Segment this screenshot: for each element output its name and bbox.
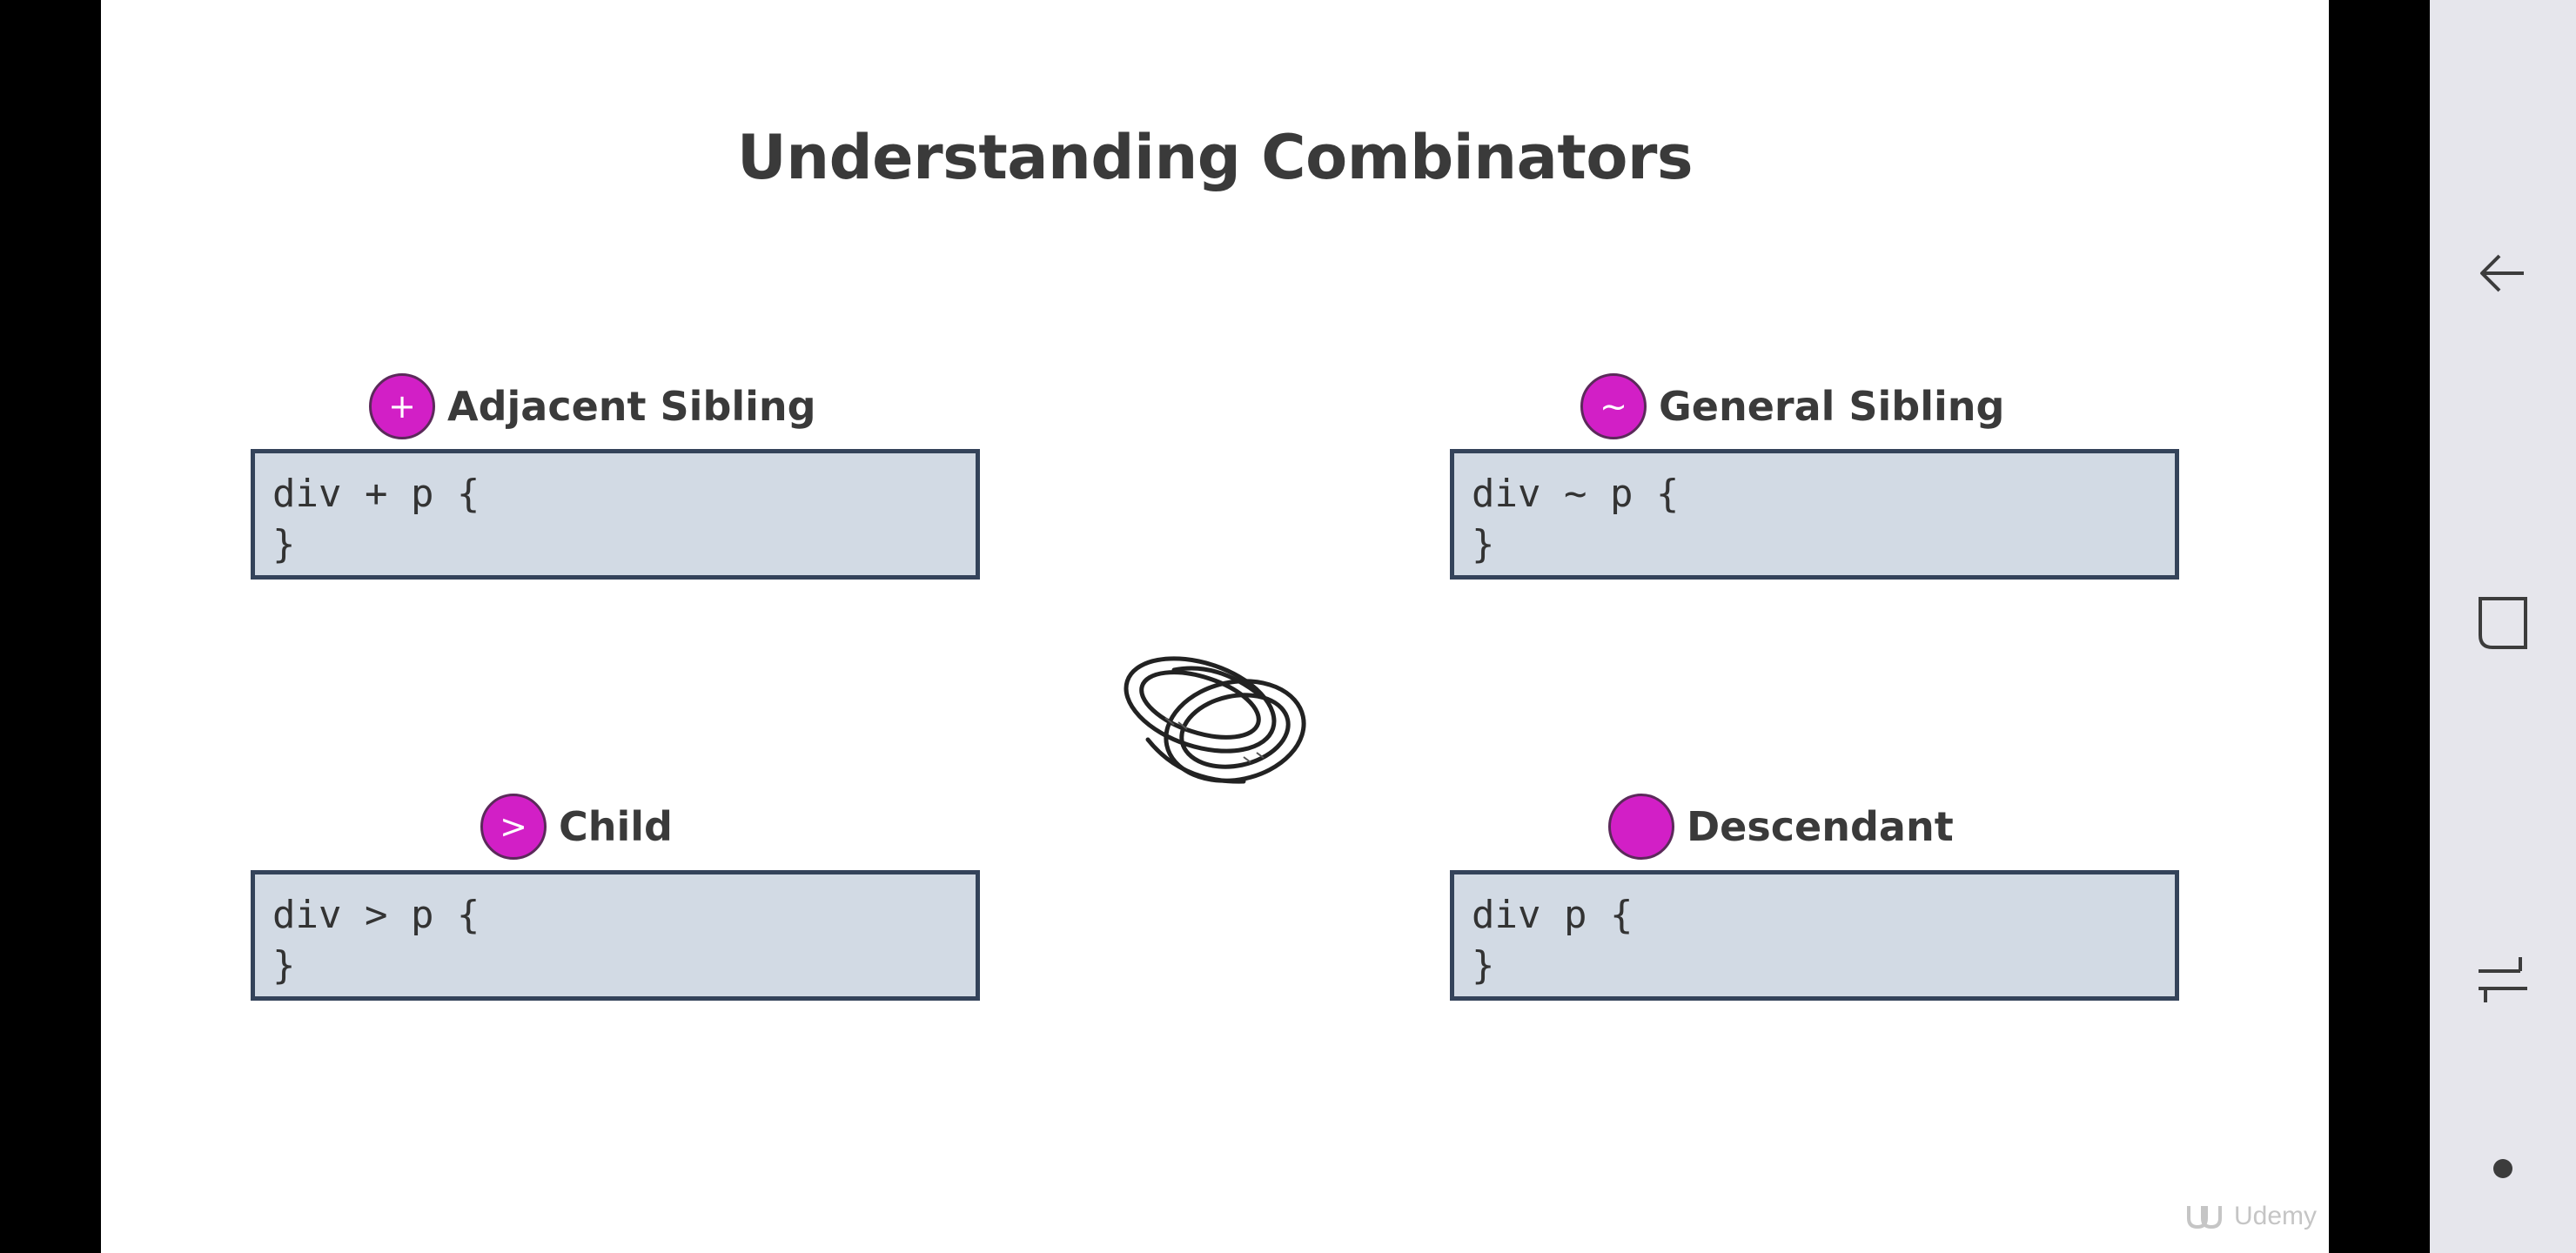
code-line: } — [1472, 943, 1495, 988]
code-line: div > p { — [272, 893, 480, 937]
letterbox-strip — [2329, 0, 2430, 1253]
slide: Understanding Combinators + Adjacent Sib… — [101, 0, 2329, 1253]
plus-badge-icon: + — [369, 373, 435, 439]
code-block-child: div > p { } — [251, 870, 980, 1001]
combinator-label: Adjacent Sibling — [447, 383, 816, 430]
combinator-heading-general-sibling: ~ General Sibling — [1580, 373, 2004, 439]
back-button[interactable] — [2430, 245, 2576, 301]
code-line: div + p { — [272, 472, 480, 516]
code-block-general-sibling: div ~ p { } — [1450, 449, 2179, 580]
swap-button[interactable] — [2430, 950, 2576, 1006]
interlocked-rings-icon — [1124, 656, 1306, 784]
code-block-descendant: div p { } — [1450, 870, 2179, 1001]
udemy-watermark: Udemy — [2184, 1199, 2317, 1234]
combinator-heading-adjacent-sibling: + Adjacent Sibling — [369, 373, 816, 439]
back-icon — [2480, 254, 2524, 292]
combinator-heading-descendant: Descendant — [1608, 794, 1954, 860]
home-dot-icon — [2493, 1159, 2512, 1178]
recent-apps-button[interactable] — [2430, 595, 2576, 651]
tilde-badge-icon: ~ — [1580, 373, 1647, 439]
combinator-heading-child: > Child — [480, 794, 673, 860]
recent-apps-icon — [2479, 597, 2527, 649]
code-line: div ~ p { — [1472, 472, 1680, 516]
slide-title: Understanding Combinators — [736, 122, 1694, 193]
home-button[interactable] — [2430, 1156, 2576, 1182]
udemy-logo-icon — [2186, 1206, 2222, 1230]
code-line: div p { — [1472, 893, 1633, 937]
code-block-adjacent-sibling: div + p { } — [251, 449, 980, 580]
combinator-label: Child — [559, 803, 673, 850]
code-line: } — [272, 522, 296, 566]
code-line: } — [1472, 522, 1495, 566]
swap-icon — [2479, 957, 2527, 1002]
blank-badge-icon — [1608, 794, 1674, 860]
android-navigation-bar — [2430, 0, 2576, 1253]
combinator-label: General Sibling — [1659, 383, 2005, 430]
greater-than-badge-icon: > — [480, 794, 547, 860]
combinator-label: Descendant — [1687, 803, 1954, 850]
code-line: } — [272, 943, 296, 988]
watermark-text: Udemy — [2233, 1202, 2317, 1230]
